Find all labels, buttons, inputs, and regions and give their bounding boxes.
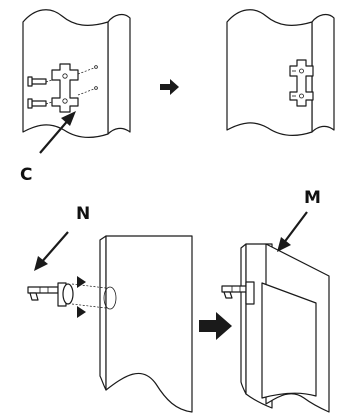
panel-with-mounting-plate-step2 — [226, 9, 335, 137]
label-c: C — [20, 165, 32, 185]
right-arrow-icon — [199, 312, 232, 340]
label-m: M — [304, 188, 321, 208]
hinge-part — [27, 282, 74, 307]
triangle-marker-icon — [77, 276, 86, 288]
panel-with-mounting-plate-step1 — [22, 9, 131, 139]
pointer-arrow-icon — [277, 211, 308, 252]
pointer-arrow-icon — [34, 231, 69, 271]
right-arrow-icon — [160, 79, 179, 95]
label-n: N — [76, 204, 90, 224]
cabinet-with-door-attached — [221, 243, 330, 413]
triangle-marker-icon — [77, 306, 86, 318]
door-with-hinge-cup-hole — [99, 235, 193, 413]
pointer-arrow-icon — [39, 111, 76, 154]
